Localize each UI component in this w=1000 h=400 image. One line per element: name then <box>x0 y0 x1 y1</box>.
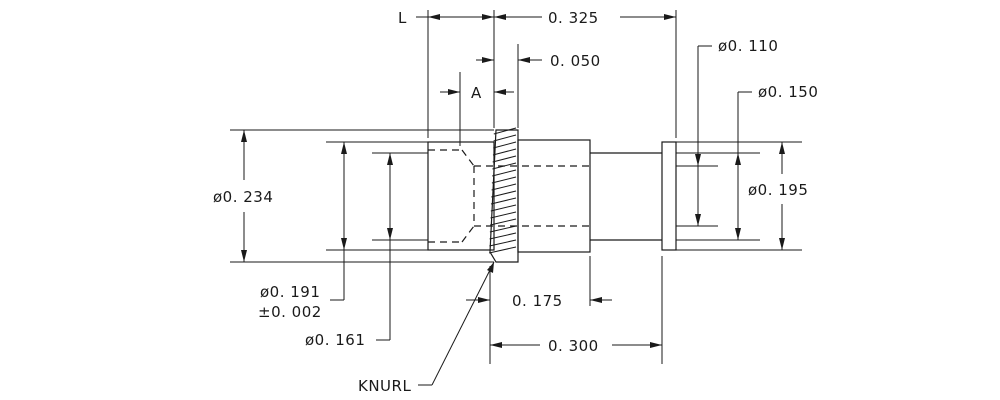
dimension-labels: L 0. 325 0. 050 A ø0. 110 ø0. 150 ø0. 23… <box>213 9 818 395</box>
sleeve-body <box>427 141 495 251</box>
label-knurl: KNURL <box>358 377 411 395</box>
label-dia-0150: ø0. 150 <box>758 83 818 101</box>
knurl-hatch-line <box>492 169 517 177</box>
label-dia-0161: ø0. 161 <box>305 331 365 349</box>
knurl-hatch-line <box>493 134 517 142</box>
knurl-hatch-line <box>489 239 517 247</box>
extension-lines <box>230 10 802 364</box>
label-tol-0002: ±0. 002 <box>258 303 322 321</box>
knurl-hatch-line <box>493 127 517 135</box>
label-A: A <box>471 84 482 102</box>
knurl-hatch-line <box>488 246 517 254</box>
part-outline <box>427 129 677 263</box>
end-flange <box>661 141 677 251</box>
knurl-hatch-line <box>491 183 517 191</box>
knurl-hatch-line <box>489 225 517 233</box>
knurl-hatch-line <box>490 204 517 212</box>
label-dia-0195: ø0. 195 <box>748 181 808 199</box>
label-0050: 0. 050 <box>550 52 601 70</box>
label-0300: 0. 300 <box>548 337 599 355</box>
knurl-hatch-line <box>490 211 517 219</box>
label-dia-0191: ø0. 191 <box>260 283 320 301</box>
label-L: L <box>398 9 407 27</box>
label-0175: 0. 175 <box>512 292 563 310</box>
hidden-lines <box>428 149 594 243</box>
knurl-hatching <box>488 127 517 254</box>
knurl-hatch-line <box>489 232 517 240</box>
knurl-hatch-line <box>490 218 517 226</box>
label-dia-0110: ø0. 110 <box>718 37 778 55</box>
shoulder-body <box>517 139 591 253</box>
label-dia-0234: ø0. 234 <box>213 188 273 206</box>
label-0325: 0. 325 <box>548 9 599 27</box>
knurl-hatch-line <box>492 148 517 156</box>
knurl-hatch-line <box>491 190 517 198</box>
knurl-hatch-line <box>490 197 517 205</box>
knurl-hatch-line <box>492 155 517 163</box>
dimension-lines <box>241 14 785 386</box>
knurl-hatch-line <box>491 176 517 184</box>
knurl-hatch-line <box>493 141 517 149</box>
